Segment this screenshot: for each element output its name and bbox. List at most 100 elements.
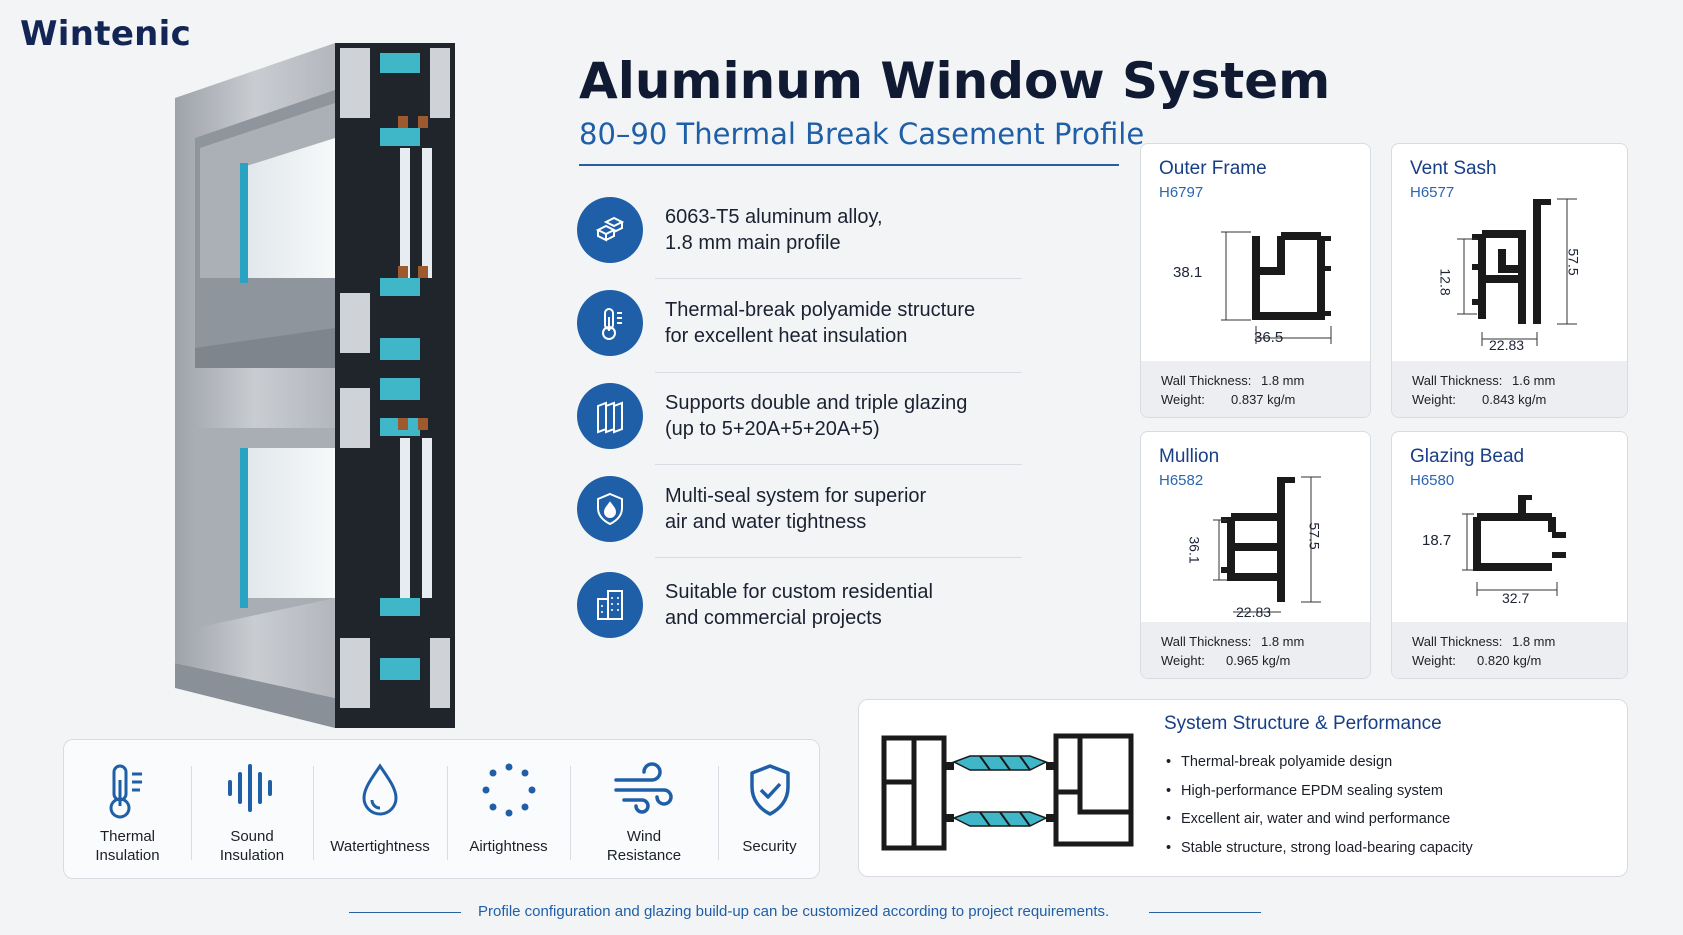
wall-thickness-label: Wall Thickness: bbox=[1161, 634, 1252, 649]
profile-specs: Wall Thickness: 1.8 mm Weight: 0.820 kg/m bbox=[1392, 622, 1627, 678]
profile-code: H6577 bbox=[1410, 184, 1455, 201]
performance-label: Sound Insulation bbox=[219, 828, 285, 864]
performance-item: Sound Insulation bbox=[191, 740, 313, 880]
glazing-bead-profile-drawing bbox=[1462, 495, 1566, 596]
dimension-label: 57.5 bbox=[1306, 522, 1323, 550]
page-title: Aluminum Window System bbox=[579, 52, 1331, 110]
performance-item: Airtightness bbox=[447, 740, 570, 880]
performance-label: Wind Resistance bbox=[606, 828, 682, 864]
performance-label: Thermal Insulation bbox=[95, 828, 160, 864]
list-item: Stable structure, strong load-bearing ca… bbox=[1166, 834, 1473, 863]
brand-logo: Wintenic bbox=[20, 14, 192, 54]
sound-wave-icon bbox=[228, 764, 272, 812]
feature-item: Suitable for custom residential and comm… bbox=[577, 565, 1022, 645]
weight-value: 0.837 kg/m bbox=[1231, 392, 1296, 407]
alloy-blocks-icon bbox=[577, 197, 643, 263]
dotted-circle-icon bbox=[482, 763, 535, 817]
wall-thickness-label: Wall Thickness: bbox=[1412, 373, 1503, 388]
profile-code: H6797 bbox=[1159, 184, 1204, 201]
weight-label: Weight: bbox=[1161, 392, 1205, 407]
wind-icon bbox=[614, 762, 673, 814]
dimension-label: 22.83 bbox=[1236, 604, 1272, 620]
performance-item: Watertightness bbox=[313, 740, 447, 880]
footer-note: Profile configuration and glazing build-… bbox=[478, 903, 1110, 920]
system-title: System Structure & Performance bbox=[1164, 713, 1442, 734]
performance-item: Wind Resistance bbox=[570, 740, 718, 880]
dimension-label: 22.83 bbox=[1489, 337, 1525, 353]
performance-label: Airtightness bbox=[469, 837, 548, 855]
profile-code: H6582 bbox=[1159, 472, 1204, 489]
profile-name: Outer Frame bbox=[1159, 158, 1267, 179]
feature-text: Supports double and triple glazing (up t… bbox=[665, 392, 968, 440]
mullion-profile-drawing bbox=[1213, 476, 1321, 613]
feature-item: Multi-seal system for superior air and w… bbox=[577, 469, 1022, 549]
system-feature-list: Thermal-break polyamide design High-perf… bbox=[1166, 748, 1473, 862]
feature-divider bbox=[655, 464, 1022, 465]
feature-text: Suitable for custom residential and comm… bbox=[665, 581, 933, 629]
list-item: Thermal-break polyamide design bbox=[1166, 748, 1473, 777]
building-icon bbox=[577, 572, 643, 638]
water-drop-icon bbox=[362, 763, 398, 816]
performance-item: Thermal Insulation bbox=[64, 740, 191, 880]
profile-name: Glazing Bead bbox=[1410, 446, 1525, 467]
window-section-illustration bbox=[175, 43, 455, 728]
separator bbox=[570, 766, 571, 860]
weight-label: Weight: bbox=[1412, 392, 1456, 407]
dimension-label: 18.7 bbox=[1422, 532, 1452, 549]
list-item: Excellent air, water and wind performanc… bbox=[1166, 805, 1473, 834]
performance-item: Security bbox=[718, 740, 821, 880]
profile-card-mullion: Mullion H6582 36.1 57.5 22.83 Wall Thick… bbox=[1140, 431, 1371, 679]
dimension-label: 36.5 bbox=[1254, 329, 1284, 346]
system-section-drawing bbox=[881, 733, 1134, 851]
thermometer-icon bbox=[577, 290, 643, 356]
performance-icon-bar: Thermal Insulation Sound Insulation Wate… bbox=[63, 739, 820, 879]
wall-thickness-value: 1.6 mm bbox=[1512, 373, 1556, 388]
footer-rule-left bbox=[349, 912, 461, 913]
water-shield-icon bbox=[577, 476, 643, 542]
feature-text: 6063-T5 aluminum alloy, 1.8 mm main prof… bbox=[665, 206, 883, 254]
wall-thickness-value: 1.8 mm bbox=[1261, 373, 1305, 388]
wall-thickness-label: Wall Thickness: bbox=[1412, 634, 1503, 649]
wall-thickness-value: 1.8 mm bbox=[1512, 634, 1556, 649]
separator bbox=[718, 766, 719, 860]
dimension-label: 32.7 bbox=[1502, 590, 1530, 606]
dimension-label: 12.8 bbox=[1437, 268, 1454, 296]
feature-item: Supports double and triple glazing (up t… bbox=[577, 376, 1022, 456]
wall-thickness-label: Wall Thickness: bbox=[1161, 373, 1252, 388]
feature-text: Thermal-break polyamide structure for ex… bbox=[665, 299, 976, 347]
footer-rule-right bbox=[1149, 912, 1261, 913]
profile-card-glazing-bead: Glazing Bead H6580 18.7 32.7 Wall Thickn… bbox=[1391, 431, 1628, 679]
weight-value: 0.843 kg/m bbox=[1482, 392, 1547, 407]
profile-specs: Wall Thickness: 1.8 mm Weight: 0.837 kg/m bbox=[1141, 361, 1370, 417]
profile-specs: Wall Thickness: 1.6 mm Weight: 0.843 kg/m bbox=[1392, 361, 1627, 417]
feature-divider bbox=[655, 372, 1022, 373]
profile-specs: Wall Thickness: 1.8 mm Weight: 0.965 kg/m bbox=[1141, 622, 1370, 678]
feature-item: 6063-T5 aluminum alloy, 1.8 mm main prof… bbox=[577, 190, 1022, 270]
wall-thickness-value: 1.8 mm bbox=[1261, 634, 1305, 649]
feature-divider bbox=[655, 278, 1022, 279]
weight-value: 0.820 kg/m bbox=[1477, 653, 1542, 668]
separator bbox=[191, 766, 192, 860]
profile-code: H6580 bbox=[1410, 472, 1455, 489]
separator bbox=[447, 766, 448, 860]
outer-frame-profile-drawing bbox=[1221, 231, 1332, 344]
profile-name: Vent Sash bbox=[1410, 158, 1497, 179]
dimension-label: 38.1 bbox=[1173, 264, 1203, 281]
profile-card-outer-frame: Outer Frame H6797 38.1 36.5 Wall Thickne… bbox=[1140, 143, 1371, 418]
feature-text: Multi-seal system for superior air and w… bbox=[665, 485, 927, 533]
weight-label: Weight: bbox=[1412, 653, 1456, 668]
shield-check-icon bbox=[749, 764, 790, 816]
feature-item: Thermal-break polyamide structure for ex… bbox=[577, 283, 1022, 363]
glass-panes-icon bbox=[577, 383, 643, 449]
page-subtitle: 80–90 Thermal Break Casement Profile bbox=[579, 117, 1145, 151]
performance-label: Security bbox=[742, 837, 797, 855]
weight-value: 0.965 kg/m bbox=[1226, 653, 1291, 668]
performance-label: Watertightness bbox=[330, 837, 430, 855]
separator bbox=[313, 766, 314, 860]
profile-name: Mullion bbox=[1159, 446, 1220, 467]
list-item: High-performance EPDM sealing system bbox=[1166, 777, 1473, 806]
dimension-label: 36.1 bbox=[1186, 536, 1203, 564]
weight-label: Weight: bbox=[1161, 653, 1205, 668]
vent-sash-profile-drawing bbox=[1457, 198, 1577, 346]
title-divider bbox=[579, 164, 1119, 166]
